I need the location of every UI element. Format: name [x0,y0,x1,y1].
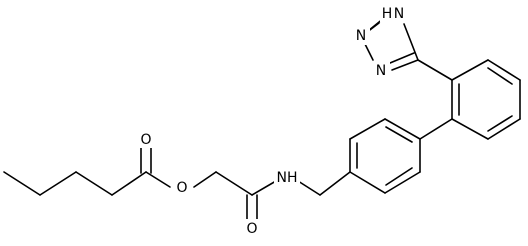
atom-label-background [372,62,390,80]
bond [385,126,413,143]
atom-label-background [274,169,300,187]
bond [193,171,217,188]
bond [403,23,419,61]
bond [389,52,415,64]
bond [349,171,386,194]
bond [384,171,421,194]
tetrazole-n2-label: N [356,28,366,44]
atom-label-background [380,4,408,22]
bond [145,171,171,188]
bond [391,59,419,71]
bond [487,59,521,81]
bond [319,171,351,196]
tetrazole-n3-label: N [376,63,386,79]
bond [451,59,489,81]
atom-label-background [137,130,155,148]
bond [384,118,421,140]
bond [385,167,413,186]
bond [487,67,513,85]
amide-nh-label: NH [277,170,298,186]
atom-label-group: O O O NH H N N N [137,4,408,237]
bond-group [3,17,521,221]
bond [451,118,489,140]
bond [75,171,113,196]
tetrazole-n1-label: N [394,6,404,22]
tetrazole-h-label: H [382,6,393,22]
amide-carbonyl-oxygen-label: O [246,221,257,237]
bond [419,118,453,140]
bond [251,180,277,196]
ether-oxygen-label: O [176,180,187,196]
bond [297,180,321,196]
bond [3,171,41,196]
bond [487,115,513,132]
bond [215,171,253,196]
bond [349,118,386,140]
bond [111,171,147,196]
atom-label-background [352,27,370,45]
bond [39,171,77,196]
bond [417,59,453,81]
bond [487,118,521,140]
atom-label-background [243,219,261,237]
ester-carbonyl-oxygen-label: O [140,132,151,148]
atom-label-background [173,178,191,196]
